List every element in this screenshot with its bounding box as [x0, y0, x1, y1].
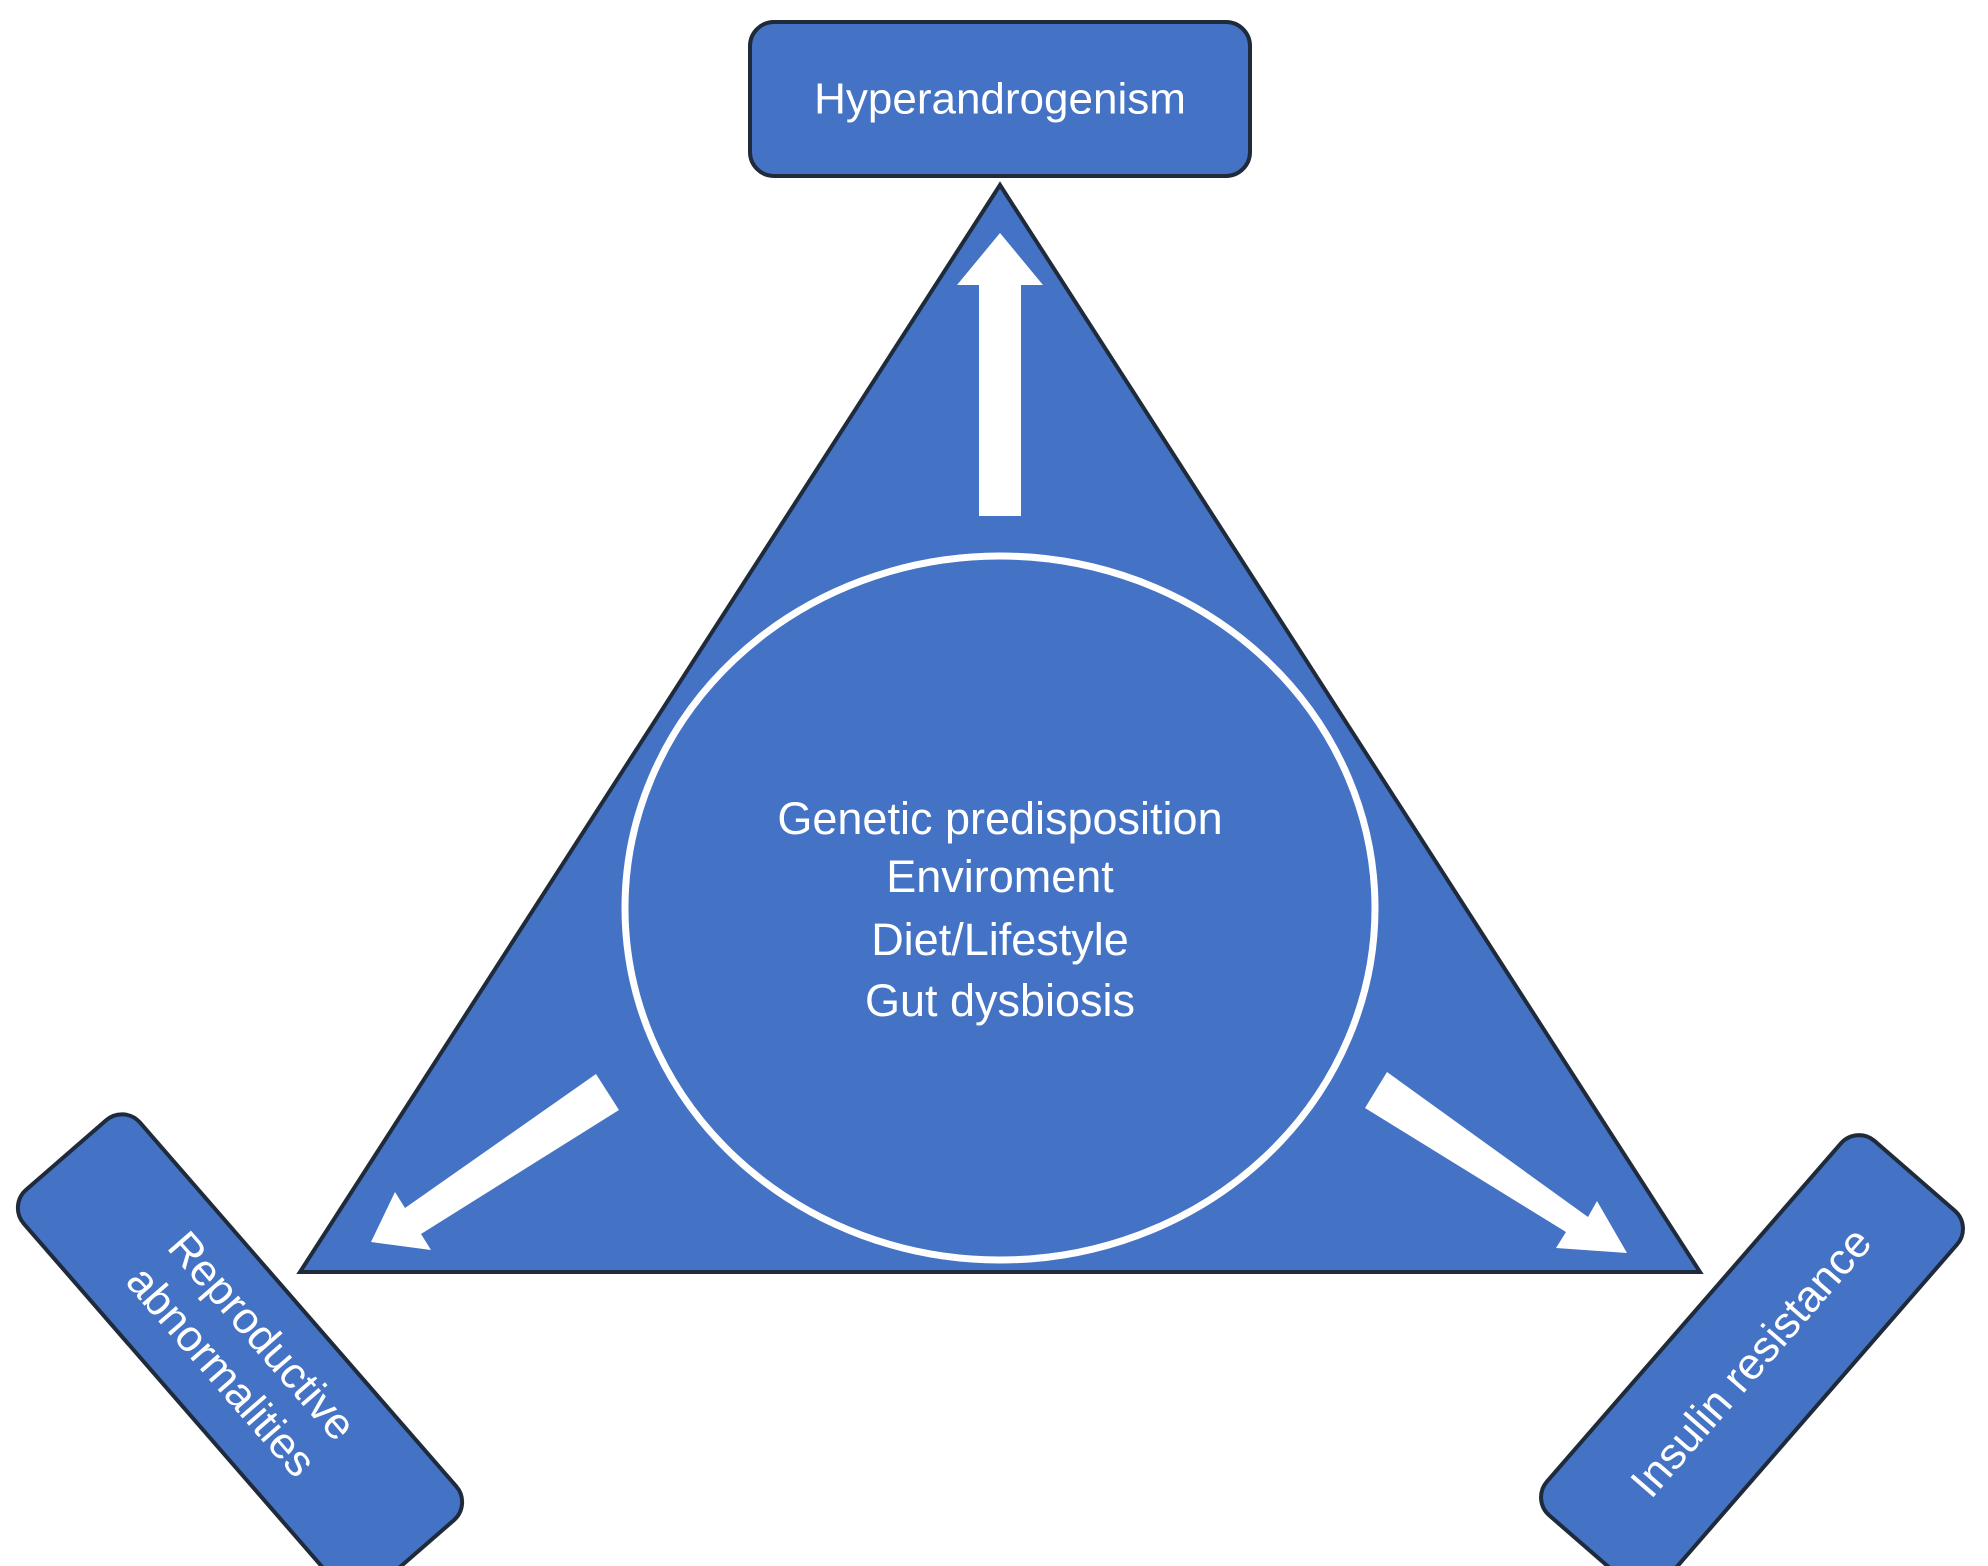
hyperandrogenism-label: Hyperandrogenism — [814, 75, 1186, 124]
factor-environment: Enviroment — [886, 851, 1114, 902]
factor-diet-lifestyle: Diet/Lifestyle — [871, 914, 1129, 965]
factor-gut-dysbiosis: Gut dysbiosis — [865, 975, 1135, 1026]
factors-ellipse — [621, 552, 1379, 1264]
factors-text: Genetic predisposition Enviroment Diet/L… — [777, 793, 1222, 1026]
hyperandrogenism-node: Hyperandrogenism — [748, 20, 1252, 178]
arrow-to-insulin-resistance — [1365, 1072, 1627, 1253]
factor-genetic-predisposition: Genetic predisposition — [777, 793, 1222, 844]
arrow-to-reproductive-abnormalities — [371, 1074, 619, 1250]
arrow-to-hyperandrogenism — [957, 233, 1043, 516]
